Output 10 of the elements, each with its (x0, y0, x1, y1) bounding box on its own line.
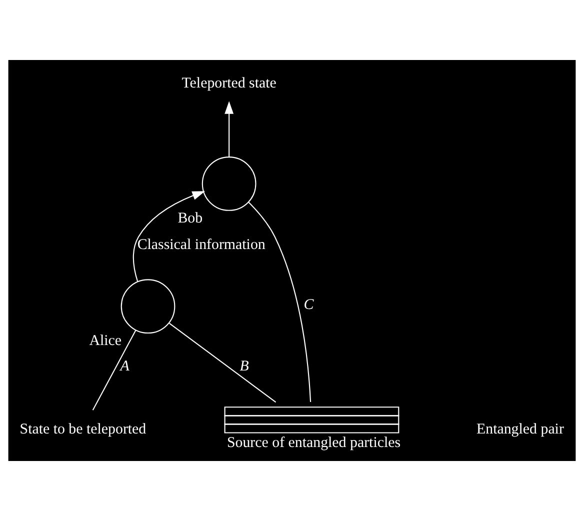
label: Entangled pair (476, 421, 564, 438)
edge-label: C (304, 297, 314, 314)
edge-label: Classical information (137, 236, 266, 253)
node-label: Bob (178, 210, 203, 226)
edge-label: A (120, 358, 130, 375)
node-text: Teleported state (182, 75, 276, 92)
node-text: State to be teleported (20, 421, 146, 438)
edge-label: B (240, 358, 249, 375)
node-label: Alice (89, 332, 122, 349)
node-label: Source of entangled particles (226, 434, 401, 451)
